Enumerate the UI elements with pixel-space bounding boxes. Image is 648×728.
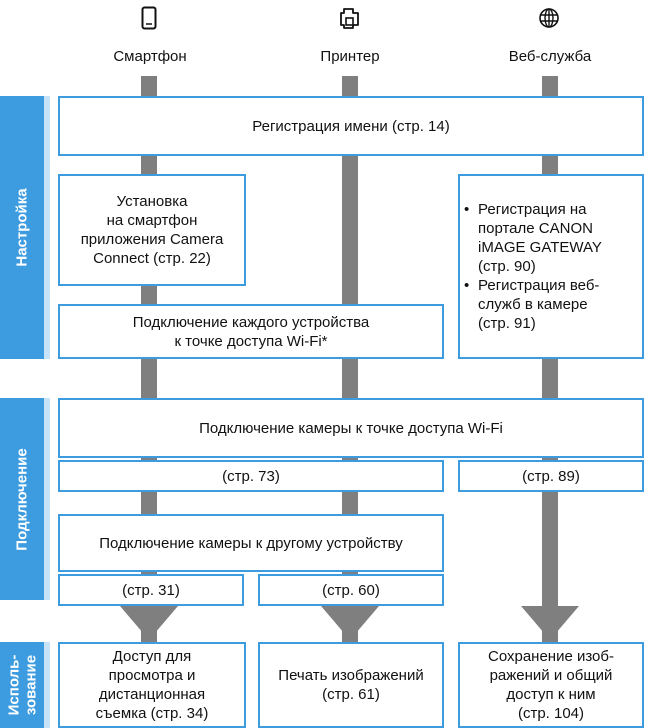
remote-line: съемка (стр. 34) [95,705,209,722]
app-install-line: Connect (стр. 22) [93,250,211,267]
column-label-smartphone: Смартфон [113,48,187,65]
ref-31-text: (стр. 31) [122,581,180,599]
app-install-line: Установка [116,193,188,210]
section-label-use: Исполь- зование [5,655,39,716]
camera-device-text: Подключение камеры к другому устройству [99,534,403,552]
printer-icon [340,8,359,29]
app-install-line: приложения Camera [80,231,224,248]
section-label-connect: Подключение [13,447,31,551]
ref-89-text: (стр. 89) [522,467,580,485]
section-stripe-use [44,642,50,728]
share-line: доступ к ним [506,686,596,703]
section-stripe-connect [44,398,50,600]
remote-line: дистанционная [98,686,206,703]
remote-line: Доступ для [112,648,192,665]
web-setup-item: Регистрация веб- служб в камере (стр. 91… [460,276,602,333]
section-band-setup: Настройка [0,96,44,359]
remote-line: просмотра и [108,667,196,684]
ap-connect-line: Подключение каждого устройства [132,313,370,331]
share-line: (стр. 104) [517,705,585,722]
share-box: Сохранение изоб- ражений и общий доступ … [458,642,644,728]
connector-web [542,76,558,666]
print-line: Печать изображений [278,667,424,684]
column-label-web: Веб-служба [508,48,592,65]
ref-31-box: (стр. 31) [58,574,244,606]
share-line: ражений и общий [489,667,613,684]
section-label-setup: Настройка [13,188,31,267]
globe-icon [539,8,559,28]
app-install-line: на смартфон [106,212,198,229]
print-line: (стр. 61) [322,686,380,703]
smartphone-icon [141,6,157,30]
camera-device-box: Подключение камеры к другому устройству [58,514,444,572]
ref-60-text: (стр. 60) [322,581,380,599]
ref-73-box: (стр. 73) [58,460,444,492]
web-setup-list: Регистрация на портале CANON iMAGE GATEW… [460,200,602,333]
camera-ap-box: Подключение камеры к точке доступа Wi-Fi [58,398,644,458]
ref-73-text: (стр. 73) [222,467,280,485]
arrow-head-smartphone [120,606,178,640]
name-registration-text: Регистрация имени (стр. 14) [252,117,450,135]
ref-60-box: (стр. 60) [258,574,444,606]
web-setup-item: Регистрация на портале CANON iMAGE GATEW… [460,200,602,276]
column-label-printer: Принтер [320,48,380,65]
remote-box: Доступ для просмотра и дистанционная съе… [58,642,246,728]
section-band-connect: Подключение [0,398,44,600]
arrow-head-web [521,606,579,640]
web-setup-box: Регистрация на портале CANON iMAGE GATEW… [458,174,644,359]
name-registration-box: Регистрация имени (стр. 14) [58,96,644,156]
print-box: Печать изображений (стр. 61) [258,642,444,728]
arrow-head-printer [321,606,379,640]
ref-89-box: (стр. 89) [458,460,644,492]
section-label-use-line1: Исполь- [5,654,22,716]
ap-connect-box: Подключение каждого устройства к точке д… [58,304,444,359]
app-install-box: Установка на смартфон приложения Camera … [58,174,246,286]
section-band-use: Исполь- зование [0,642,44,728]
camera-ap-text: Подключение камеры к точке доступа Wi-Fi [199,419,503,437]
section-stripe-setup [44,96,50,359]
ap-connect-line: к точке доступа Wi-Fi* [174,332,328,350]
section-label-use-line2: зование [22,654,39,716]
share-line: Сохранение изоб- [487,648,614,665]
